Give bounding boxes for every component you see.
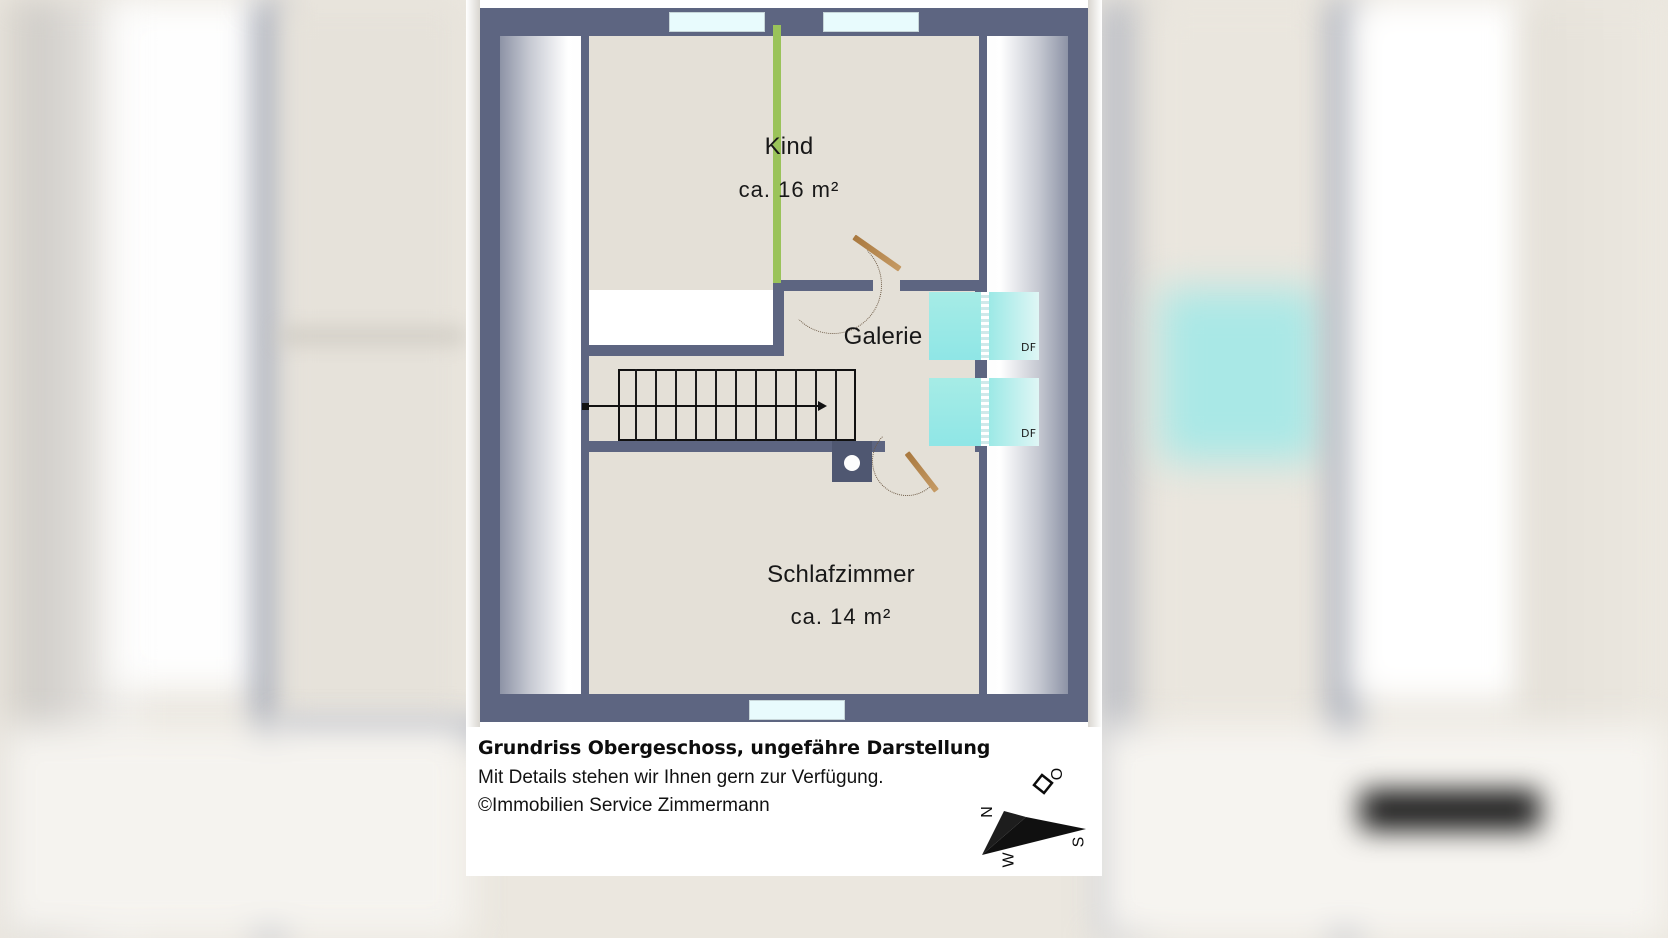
- floor-plan-drawing: DF DF Kind ca.: [466, 0, 1102, 727]
- skylight-upper: [929, 292, 981, 360]
- floorplan-card: DF DF Kind ca.: [466, 0, 1102, 876]
- compass-label-south: S: [1070, 836, 1088, 848]
- plan-edge-shading-right: [1088, 0, 1102, 727]
- caption-block: Grundriss Obergeschoss, ungefähre Darste…: [466, 727, 1102, 876]
- exterior-wall-right: [1068, 8, 1088, 722]
- room-label-galerie: Galerie: [843, 323, 923, 350]
- backdrop-band: [280, 330, 465, 342]
- compass-rose: N O S W: [964, 767, 1094, 868]
- stair-direction-arrowhead: [818, 401, 827, 411]
- stairwell-wall-top: [589, 345, 784, 356]
- backdrop-band: [110, 0, 270, 690]
- stair-tread: [835, 369, 837, 441]
- window-bottom: [749, 700, 845, 720]
- backdrop-band: [1100, 726, 1668, 938]
- plan-subtitle: Mit Details stehen wir Ihnen gern zur Ve…: [478, 767, 884, 788]
- room-area-kind: ca. 16 m²: [738, 177, 840, 202]
- skylight-label-lower: DF: [1021, 427, 1037, 440]
- skylight-lower-frame: [981, 378, 989, 446]
- room-floor-hall: [589, 352, 779, 452]
- room-label-kind: Kind: [764, 133, 814, 160]
- partition-wall-galerie-right: [975, 280, 986, 452]
- compass-label-east: O: [1049, 767, 1067, 781]
- plan-copyright: ©Immobilien Service Zimmermann: [478, 795, 770, 816]
- backdrop-band: [1350, 0, 1530, 700]
- skylight-upper-frame: [981, 292, 989, 360]
- compass-needle-icon: [982, 773, 1086, 855]
- roof-slope-left: [500, 36, 585, 694]
- backdrop-band: [0, 726, 470, 938]
- plan-title: Grundriss Obergeschoss, ungefähre Darste…: [478, 737, 991, 759]
- chimney-flue: [844, 455, 860, 471]
- knee-wall-left: [581, 36, 589, 694]
- stair-direction-start-dot: [582, 403, 589, 410]
- room-label-schlafzimmer: Schlafzimmer: [767, 561, 915, 588]
- plan-edge-shading-left: [466, 0, 480, 727]
- backdrop-band: [1160, 290, 1320, 460]
- door-swing-arc-kind: [784, 236, 882, 334]
- compass-label-north: N: [978, 806, 996, 818]
- backdrop-band: [1360, 790, 1540, 830]
- room-area-schlafzimmer: ca. 14 m²: [790, 604, 892, 629]
- stair-direction-line: [586, 405, 820, 407]
- compass-label-west: W: [1000, 852, 1018, 868]
- partition-wall-kind-galerie-right: [900, 280, 986, 291]
- skylight-label-upper: DF: [1021, 341, 1037, 354]
- skylight-lower: [929, 378, 981, 446]
- room-floor-schlafzimmer: [589, 452, 979, 694]
- green-partition-wall: [773, 25, 781, 283]
- partition-wall-vertical-stub: [773, 280, 784, 352]
- stairwell-wall-bottom: [589, 441, 885, 452]
- skylight-lower-outer: [989, 378, 1039, 446]
- room-floor-kind: [589, 36, 979, 290]
- exterior-wall-top: [480, 8, 1088, 36]
- skylight-upper-outer: [989, 292, 1039, 360]
- exterior-wall-left: [480, 8, 500, 722]
- backdrop-band: [280, 0, 465, 730]
- window-top-right: [823, 12, 919, 32]
- window-top-left: [669, 12, 765, 32]
- roof-slope-right: [983, 36, 1068, 694]
